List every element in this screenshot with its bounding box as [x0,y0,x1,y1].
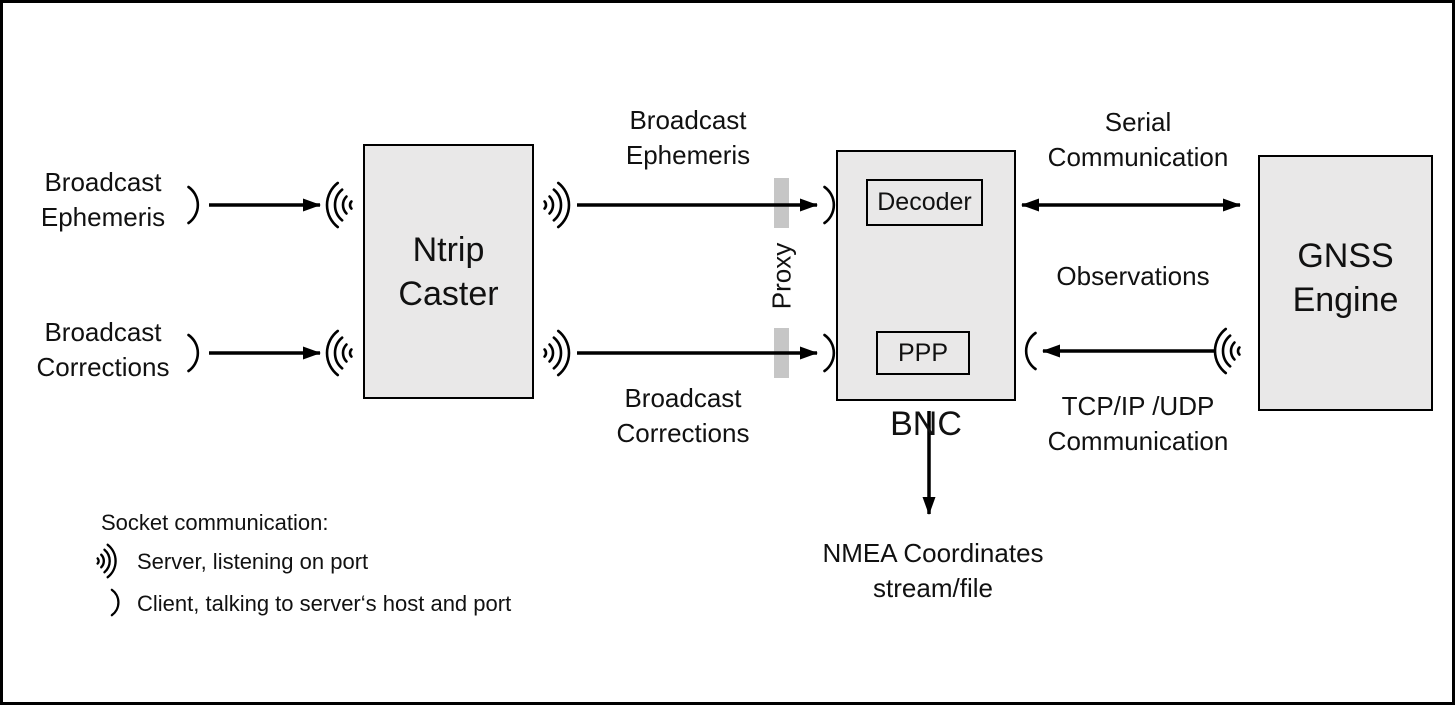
node-ntrip-caster: Ntrip Caster [363,144,534,399]
client-arc-icon [110,588,120,617]
server-waves-icon [325,181,353,229]
label-observations: Observations [1056,261,1210,291]
legend-item-server: Server, listening on port [137,549,369,574]
server-waves-icon [96,543,117,579]
server-waves-icon [1213,327,1241,375]
client-arc-icon [1024,331,1037,371]
label-broadcast-corrections-left: Broadcast Corrections [36,317,170,382]
label-broadcast-ephemeris-left: Broadcast Ephemeris [40,167,166,232]
client-arc-icon [823,185,836,225]
client-arc-icon [187,185,200,225]
legend-title: Socket communication: [101,510,329,535]
label-broadcast-corrections-center: Broadcast Corrections [616,383,750,448]
bnc-label: BNC [890,405,962,443]
label-tcp-udp-communication: TCP/IP /UDP Communication [1047,391,1229,456]
node-ppp: PPP [876,331,970,375]
server-waves-icon [543,329,571,377]
ppp-label: PPP [897,338,949,367]
client-arc-icon [823,333,836,373]
legend-item-client: Client, talking to server‘s host and por… [137,591,512,616]
ntrip-caster-label: Ntrip Caster [398,230,499,313]
connections-layer [209,178,1241,515]
client-arc-icon [187,333,200,373]
label-serial-communication: Serial Communication [1047,107,1229,172]
label-proxy: Proxy [766,242,797,310]
server-waves-icon [543,181,571,229]
node-decoder: Decoder [866,179,983,226]
server-waves-icon [325,329,353,377]
label-broadcast-ephemeris-center: Broadcast Ephemeris [625,105,751,170]
gnss-engine-label: GNSS Engine [1292,237,1399,319]
proxy-bar-top [774,178,789,228]
decoder-label: Decoder [877,188,972,216]
node-gnss-engine: GNSS Engine [1258,155,1433,411]
label-nmea-output: NMEA Coordinates stream/file [822,538,1044,603]
